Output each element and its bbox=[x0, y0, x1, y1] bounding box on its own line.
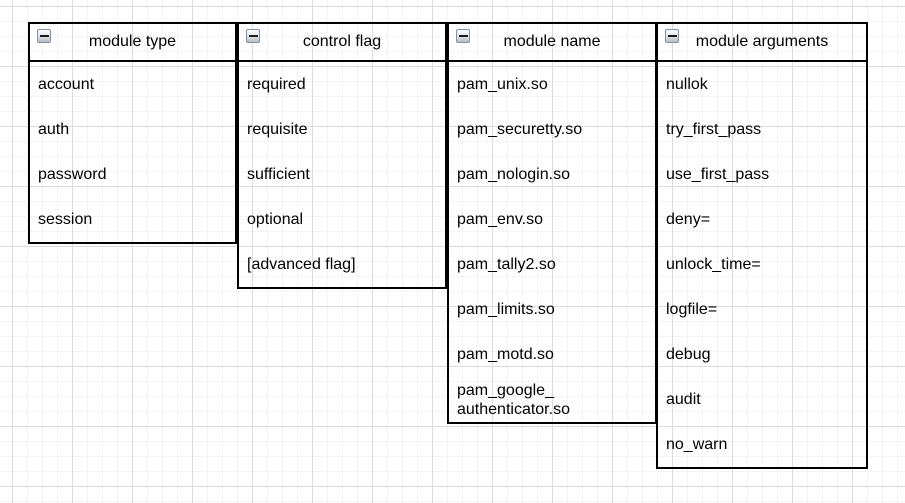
list-item[interactable]: unlock_time= bbox=[666, 256, 761, 273]
list-item[interactable]: debug bbox=[666, 346, 711, 363]
minus-glyph bbox=[39, 35, 49, 37]
panel-control-flag-body: required requisite sufficient optional [… bbox=[239, 62, 445, 287]
list-item[interactable]: pam_tally2.so bbox=[457, 256, 556, 273]
panel-module-type[interactable]: module type account auth password sessio… bbox=[28, 22, 237, 244]
list-item[interactable]: requisite bbox=[247, 121, 308, 138]
list-item[interactable]: account bbox=[38, 76, 95, 93]
panel-module-arguments-body: nullok try_first_pass use_first_pass den… bbox=[658, 62, 866, 467]
list-item[interactable]: nullok bbox=[666, 76, 708, 93]
panel-control-flag-header[interactable]: control flag bbox=[239, 24, 445, 62]
panel-title: control flag bbox=[302, 33, 382, 50]
list-item[interactable]: try_first_pass bbox=[666, 121, 762, 138]
panel-module-name-body: pam_unix.so pam_securetty.so pam_nologin… bbox=[449, 62, 655, 422]
list-item[interactable]: pam_env.so bbox=[457, 211, 543, 228]
list-item[interactable]: no_warn bbox=[666, 436, 728, 453]
panel-module-name[interactable]: module name pam_unix.so pam_securetty.so… bbox=[447, 22, 657, 424]
minus-glyph bbox=[458, 35, 468, 37]
panel-title: module arguments bbox=[695, 33, 829, 50]
panel-module-type-body: account auth password session bbox=[30, 62, 235, 242]
minus-glyph bbox=[667, 35, 677, 37]
panel-title: module name bbox=[503, 33, 601, 50]
panel-title: module type bbox=[88, 33, 177, 50]
list-item[interactable]: pam_google_ authenticator.so bbox=[457, 381, 570, 418]
list-item[interactable]: pam_unix.so bbox=[457, 76, 548, 93]
collapse-icon[interactable] bbox=[456, 29, 470, 43]
panel-module-name-header[interactable]: module name bbox=[449, 24, 655, 62]
panel-module-arguments-header[interactable]: module arguments bbox=[658, 24, 866, 62]
panel-module-type-header[interactable]: module type bbox=[30, 24, 235, 62]
list-item[interactable]: sufficient bbox=[247, 166, 310, 183]
minus-glyph bbox=[248, 35, 258, 37]
list-item[interactable]: pam_limits.so bbox=[457, 301, 555, 318]
list-item[interactable]: use_first_pass bbox=[666, 166, 770, 183]
list-item[interactable]: required bbox=[247, 76, 306, 93]
panel-module-arguments[interactable]: module arguments nullok try_first_pass u… bbox=[656, 22, 868, 469]
list-item[interactable]: auth bbox=[38, 121, 70, 138]
collapse-icon[interactable] bbox=[37, 29, 51, 43]
list-item[interactable]: [advanced flag] bbox=[247, 256, 356, 273]
list-item[interactable]: logfile= bbox=[666, 301, 718, 318]
collapse-icon[interactable] bbox=[246, 29, 260, 43]
list-item[interactable]: session bbox=[38, 211, 93, 228]
list-item[interactable]: optional bbox=[247, 211, 304, 228]
list-item[interactable]: pam_securetty.so bbox=[457, 121, 583, 138]
collapse-icon[interactable] bbox=[665, 29, 679, 43]
list-item[interactable]: pam_nologin.so bbox=[457, 166, 570, 183]
list-item[interactable]: pam_motd.so bbox=[457, 346, 554, 363]
list-item[interactable]: password bbox=[38, 166, 107, 183]
list-item[interactable]: audit bbox=[666, 391, 701, 408]
list-item[interactable]: deny= bbox=[666, 211, 711, 228]
panel-control-flag[interactable]: control flag required requisite sufficie… bbox=[237, 22, 447, 289]
